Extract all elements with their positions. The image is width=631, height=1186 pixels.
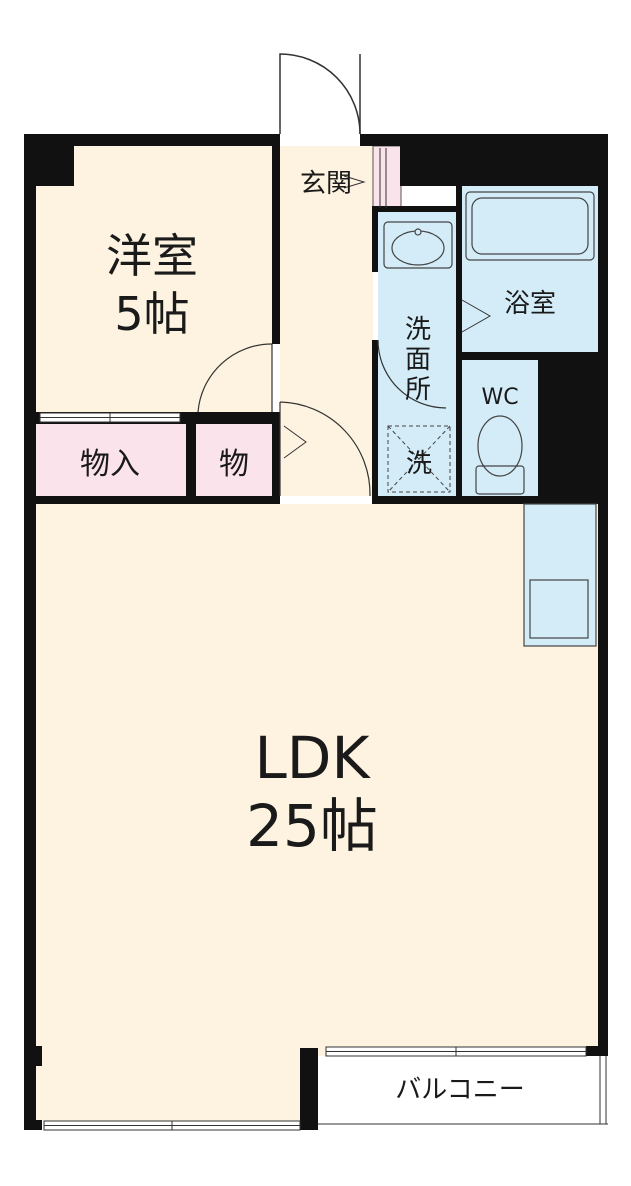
storage-large-floor bbox=[36, 424, 186, 496]
window-icon bbox=[39, 412, 181, 423]
balcony-label: バルコニー bbox=[395, 1075, 524, 1105]
door-swing-icon bbox=[377, 339, 447, 409]
window-icon bbox=[43, 1120, 301, 1131]
toilet-icon bbox=[475, 415, 525, 495]
storage-large-label: 物入 bbox=[80, 447, 140, 482]
western-room-size: 5帖 bbox=[114, 287, 189, 341]
balcony-floor bbox=[318, 1056, 606, 1124]
door-swing-icon bbox=[283, 148, 492, 459]
ldk-label: LDK bbox=[254, 724, 371, 792]
window-icon bbox=[325, 1046, 587, 1057]
western-room-label: 洋室 bbox=[106, 229, 198, 283]
laundry-label: 洗 bbox=[406, 449, 432, 479]
washroom-label-2: 面 bbox=[405, 345, 431, 375]
door-swing-icon bbox=[279, 53, 361, 135]
storage-small-label: 物 bbox=[219, 447, 249, 482]
ldk-size: 25帖 bbox=[246, 792, 378, 860]
toilet-label: WC bbox=[481, 385, 518, 410]
washroom-label-3: 所 bbox=[405, 375, 431, 405]
storage-small-floor bbox=[196, 424, 272, 496]
laundry-pan bbox=[387, 425, 451, 493]
ldk-floor bbox=[36, 504, 598, 1121]
shoe-cabinet bbox=[372, 145, 402, 209]
entrance-label: 玄関 bbox=[300, 169, 352, 199]
bathroom-label: 浴室 bbox=[504, 289, 556, 319]
washroom-label-1: 洗 bbox=[405, 315, 431, 345]
washbasin-icon bbox=[383, 221, 453, 269]
door-swing-icon bbox=[279, 401, 371, 497]
western-room-floor bbox=[36, 146, 272, 414]
entrance-floor bbox=[280, 146, 373, 212]
bathtub-icon bbox=[465, 191, 595, 261]
door-swing-icon bbox=[197, 343, 273, 413]
balcony-railing bbox=[318, 1056, 608, 1125]
kitchen-sink-icon bbox=[523, 503, 597, 647]
